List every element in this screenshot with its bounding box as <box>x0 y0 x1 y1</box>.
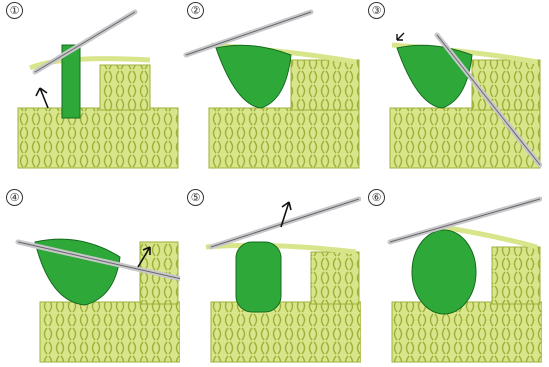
step-number: ⑥ <box>368 189 385 206</box>
step-number: ⑤ <box>187 189 204 206</box>
step-panel-1: ① <box>0 0 180 180</box>
step-panel-3: ③ <box>362 0 542 180</box>
step-panel-4: ④ <box>0 187 180 367</box>
step-panel-5: ⑤ <box>181 187 361 367</box>
green-stitch <box>397 45 472 108</box>
green-stitch <box>216 45 291 108</box>
stitch-column <box>100 65 150 110</box>
direction-arrow <box>397 33 404 40</box>
green-stitch <box>412 230 476 314</box>
crochet-hook-edge <box>211 199 359 247</box>
stitch-column <box>492 247 540 304</box>
stitch-column <box>291 60 359 110</box>
base-fabric <box>211 302 361 362</box>
yarn-strand <box>206 245 356 252</box>
crochet-hook-edge <box>35 12 135 72</box>
step-2-illustration <box>181 0 361 180</box>
base-fabric <box>392 302 542 362</box>
step-3-illustration <box>362 0 542 180</box>
stitch-column <box>472 60 540 110</box>
stitch-column <box>311 252 359 304</box>
step-6-illustration <box>362 187 542 367</box>
step-1-illustration <box>0 0 180 180</box>
step-panel-2: ② <box>181 0 361 180</box>
step-5-illustration <box>181 187 361 367</box>
step-number: ② <box>187 2 204 19</box>
green-stitch <box>236 242 281 312</box>
step-number: ③ <box>368 2 385 19</box>
base-fabric <box>18 108 178 168</box>
base-fabric <box>209 108 359 168</box>
step-4-illustration <box>0 187 180 367</box>
direction-arrow <box>36 88 48 108</box>
step-panel-6: ⑥ <box>362 187 542 367</box>
step-number: ① <box>6 2 23 19</box>
step-number: ④ <box>6 189 23 206</box>
crochet-hook-edge <box>390 199 540 242</box>
base-fabric <box>40 302 180 362</box>
